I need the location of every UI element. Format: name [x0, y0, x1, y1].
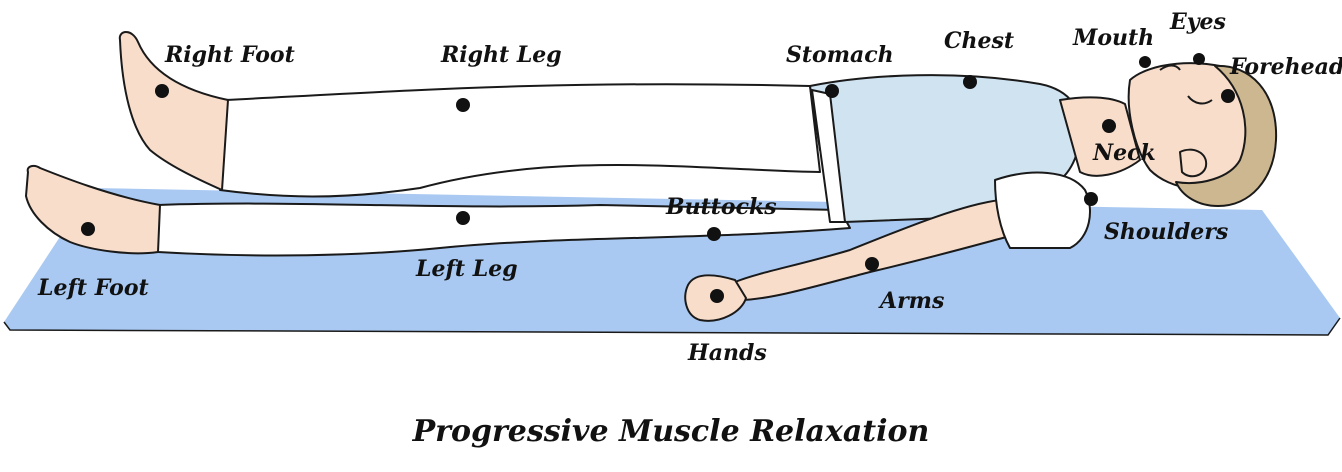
right-foot-shape	[118, 31, 229, 191]
label-neck: Neck	[1093, 140, 1156, 166]
label-stomach: Stomach	[786, 42, 894, 68]
dot-right-foot	[155, 84, 169, 98]
dot-shoulders	[1084, 192, 1098, 206]
dot-hands	[710, 289, 724, 303]
dot-buttocks	[707, 227, 721, 241]
dot-left-leg	[456, 211, 470, 225]
sleeve-shape	[994, 171, 1091, 249]
label-forehead: Forehead	[1230, 54, 1342, 80]
label-right-foot: Right Foot	[165, 42, 295, 68]
label-eyes: Eyes	[1170, 9, 1226, 35]
dot-forehead	[1221, 89, 1235, 103]
nose-line	[1159, 64, 1181, 71]
dot-right-leg	[456, 98, 470, 112]
label-right-leg: Right Leg	[441, 42, 562, 68]
dot-chest	[963, 75, 977, 89]
dot-mouth	[1139, 56, 1151, 68]
left-foot-shape	[25, 164, 161, 255]
ear-shape	[1179, 148, 1208, 178]
dot-eyes	[1193, 53, 1205, 65]
label-buttocks: Buttocks	[666, 194, 777, 220]
dot-arms	[865, 257, 879, 271]
dot-neck	[1102, 119, 1116, 133]
label-left-foot: Left Foot	[38, 275, 149, 301]
label-mouth: Mouth	[1073, 25, 1155, 51]
label-chest: Chest	[944, 28, 1015, 54]
label-shoulders: Shoulders	[1104, 219, 1229, 245]
label-left-leg: Left Leg	[416, 256, 518, 282]
label-arms: Arms	[880, 288, 945, 314]
dot-stomach	[825, 84, 839, 98]
left-leg-shape	[157, 202, 851, 257]
closed-eye	[1187, 95, 1213, 105]
waist-shape	[811, 89, 846, 223]
diagram-title: Progressive Muscle Relaxation	[412, 414, 930, 449]
hair-shape	[1175, 64, 1278, 207]
dot-left-foot	[81, 222, 95, 236]
neck-shape	[1059, 96, 1141, 177]
label-hands: Hands	[688, 340, 767, 366]
right-leg-shape	[219, 83, 821, 198]
mat-edge	[3, 317, 1341, 336]
